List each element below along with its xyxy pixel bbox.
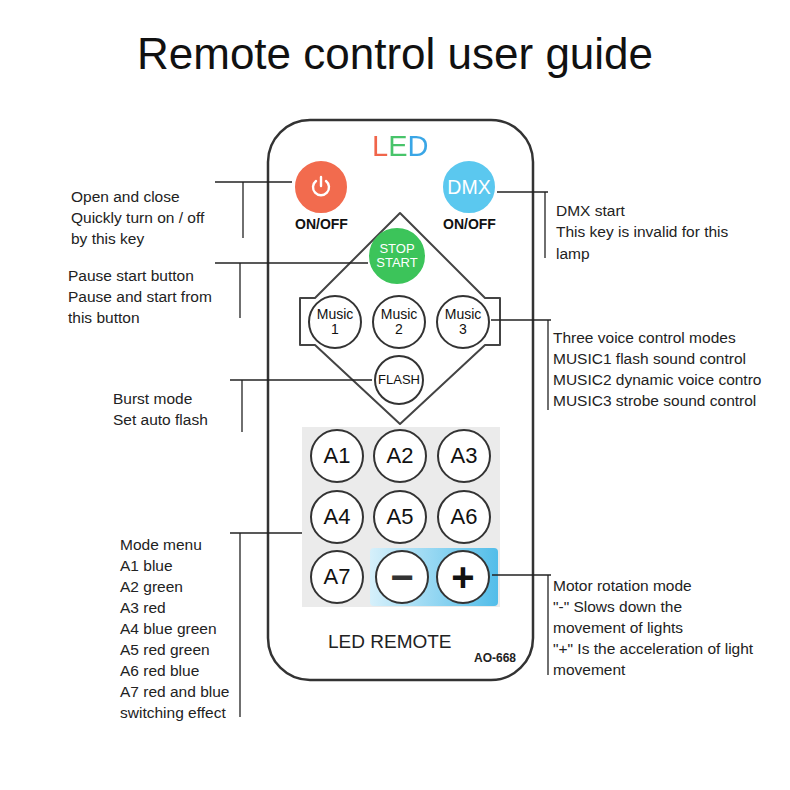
- brand-logo: LED: [372, 130, 428, 163]
- callout-text: Set auto flash: [113, 410, 208, 430]
- remote-button: A4: [310, 490, 364, 544]
- button-label: A1: [324, 444, 351, 467]
- callout-text: "+" Is the acceleration of light: [553, 639, 753, 659]
- callout-text: Quickly turn on / off: [71, 208, 204, 228]
- remote-button: FLASH: [374, 355, 424, 405]
- button-label: A4: [324, 505, 351, 528]
- button-label: A2: [387, 444, 414, 467]
- callout-text: Open and close: [71, 187, 180, 207]
- remote-button: Music 2: [372, 295, 426, 349]
- page-title: Remote control user guide: [137, 28, 653, 80]
- callout-text: MUSIC3 strobe sound control: [553, 391, 756, 411]
- callout-text: A6 red blue: [120, 661, 199, 681]
- remote-button: ON/OFF: [295, 161, 347, 213]
- remote-housing: [268, 120, 533, 680]
- callout-text: movement: [553, 660, 625, 680]
- callout-text: A1 blue: [120, 556, 173, 576]
- model-label: LED REMOTE: [328, 630, 452, 653]
- button-label: A5: [387, 505, 414, 528]
- callout-text: "-" Slows down the: [553, 597, 682, 617]
- button-label: −: [390, 556, 413, 598]
- remote-button: A6: [437, 490, 491, 544]
- callout-text: DMX start: [556, 201, 625, 221]
- remote-button: +: [436, 550, 490, 604]
- callout-text: A7 red and blue: [120, 682, 229, 702]
- remote-button: A3: [437, 429, 491, 483]
- remote-button: −: [375, 550, 429, 604]
- button-label: +: [451, 556, 474, 598]
- callout-text: This key is invalid for this: [556, 222, 728, 242]
- remote-button: Music 3: [436, 295, 490, 349]
- callout-text: Three voice control modes: [553, 328, 736, 348]
- button-label: A7: [324, 565, 351, 588]
- remote-button: A2: [373, 429, 427, 483]
- callout-text: lamp: [556, 244, 590, 264]
- callout-text: by this key: [71, 229, 144, 249]
- remote-button: STOP START: [369, 228, 425, 284]
- button-caption: ON/OFF: [295, 216, 348, 232]
- callout-text: A2 green: [120, 577, 183, 597]
- callout-text: A4 blue green: [120, 619, 217, 639]
- callout-text: Motor rotation mode: [553, 576, 692, 596]
- button-label: Music 2: [377, 307, 421, 336]
- model-number: AO-668: [474, 650, 516, 666]
- button-label: FLASH: [378, 373, 420, 387]
- callout-text: movement of lights: [553, 618, 683, 638]
- callout-text: this button: [68, 308, 140, 328]
- speed-band: [370, 548, 498, 606]
- remote-button: A1: [310, 429, 364, 483]
- button-label: A3: [451, 444, 478, 467]
- remote-button: A7: [310, 550, 364, 604]
- mode-panel: [302, 427, 500, 607]
- button-caption: ON/OFF: [443, 216, 496, 232]
- button-label: STOP START: [374, 242, 420, 269]
- callout-text: MUSIC2 dynamic voice contro: [553, 370, 761, 390]
- button-label: Music 3: [441, 307, 485, 336]
- callout-text: A5 red green: [120, 640, 210, 660]
- remote-button: Music 1: [308, 295, 362, 349]
- callout-text: Pause start button: [68, 266, 194, 286]
- callout-text: Mode menu: [120, 535, 202, 555]
- remote-body: LEDLED REMOTEAO-668ON/OFFDMXON/OFFSTOP S…: [268, 120, 533, 680]
- callout-text: switching effect: [120, 703, 226, 723]
- button-label: Music 1: [313, 307, 357, 336]
- power-icon: [308, 174, 334, 200]
- remote-button: A5: [373, 490, 427, 544]
- callout-text: Pause and start from: [68, 287, 212, 307]
- callout-text: Burst mode: [113, 389, 192, 409]
- button-label: DMX: [447, 177, 490, 197]
- leader-lines: [215, 182, 551, 717]
- button-label: A6: [451, 505, 478, 528]
- remote-button: DMXON/OFF: [443, 161, 495, 213]
- diamond-pad: [300, 213, 500, 424]
- callout-text: MUSIC1 flash sound control: [553, 349, 746, 369]
- callout-text: A3 red: [120, 598, 166, 618]
